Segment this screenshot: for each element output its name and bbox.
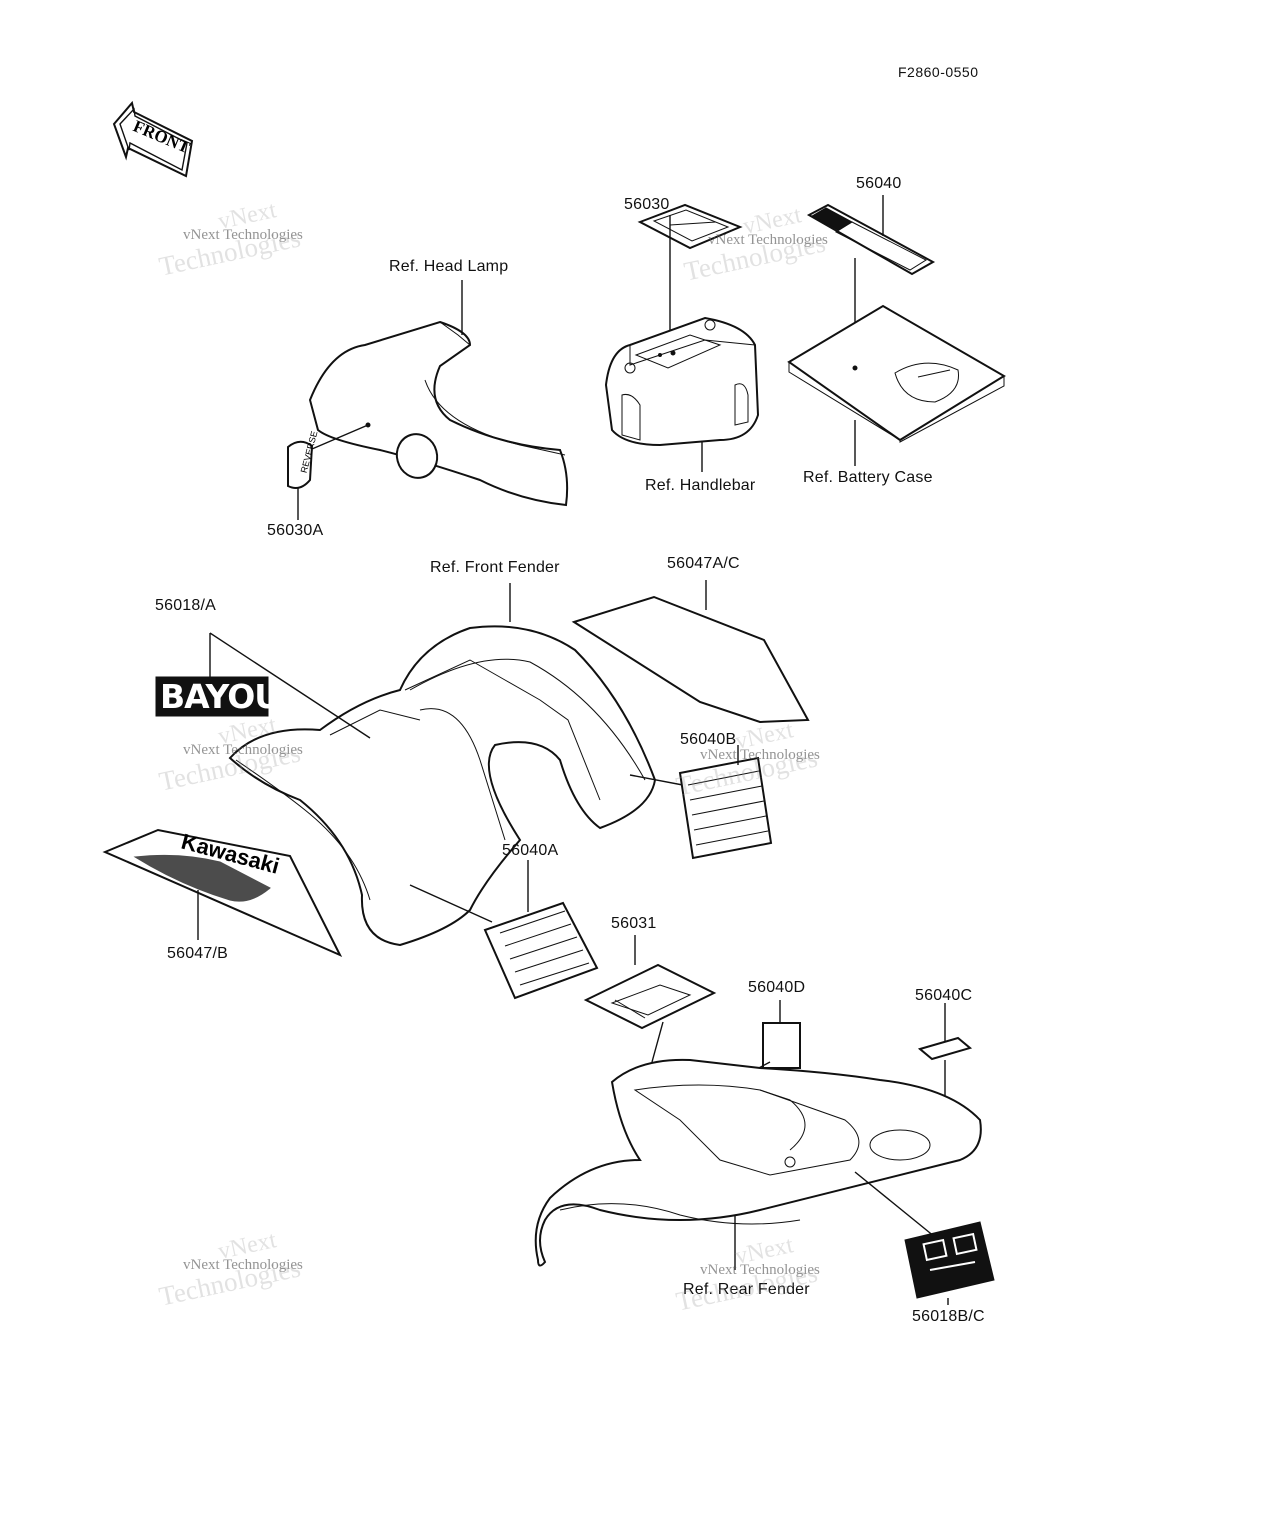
part-56040A-label: 56040A bbox=[502, 842, 559, 859]
part-56040D-label: 56040D bbox=[748, 979, 806, 996]
part-56040C-label: 56040C bbox=[915, 987, 973, 1004]
decal-56040 bbox=[806, 203, 936, 276]
decal-56030 bbox=[637, 203, 743, 250]
part-56030-label: 56030 bbox=[624, 196, 670, 213]
part-56018BC-label: 56018B/C bbox=[912, 1308, 985, 1325]
part-56040-label: 56040 bbox=[856, 175, 902, 192]
front-arrow-icon: FRONT bbox=[112, 100, 193, 178]
part-56030A-label: 56030A bbox=[267, 522, 324, 539]
ref-battery-case-label: Ref. Battery Case bbox=[803, 469, 933, 486]
handlebar-housing bbox=[604, 316, 760, 447]
decal-56040D bbox=[762, 1022, 801, 1069]
bayou-logo-text: BAYOU bbox=[160, 677, 281, 716]
decal-56031 bbox=[583, 963, 717, 1030]
part-56040B-label: 56040B bbox=[680, 731, 737, 748]
part-56047B-label: 56047/B bbox=[167, 945, 229, 962]
rear-fender bbox=[534, 1058, 982, 1267]
front-fender bbox=[228, 625, 657, 947]
bayou-decal bbox=[155, 676, 269, 717]
decal-56047B: Kawasaki bbox=[102, 829, 343, 958]
decal-56040A bbox=[483, 901, 599, 1000]
decal-56047AC bbox=[571, 595, 810, 724]
head-lamp-cover bbox=[308, 320, 569, 507]
ref-front-fender-label: Ref. Front Fender bbox=[430, 559, 560, 576]
decal-56030A: REVERSE bbox=[287, 430, 319, 489]
part-56047AC-label: 56047A/C bbox=[667, 555, 740, 572]
document-id: F2860-0550 bbox=[898, 64, 979, 80]
ref-head-lamp-label: Ref. Head Lamp bbox=[389, 258, 509, 275]
part-56031-label: 56031 bbox=[611, 915, 657, 932]
decal-56018BC bbox=[904, 1221, 995, 1299]
ref-handlebar-label: Ref. Handlebar bbox=[645, 477, 756, 494]
decal-56040B bbox=[678, 756, 773, 860]
battery-case bbox=[787, 304, 1006, 443]
part-56018A-label: 56018/A bbox=[155, 597, 217, 614]
ref-rear-fender-label: Ref. Rear Fender bbox=[683, 1281, 810, 1298]
